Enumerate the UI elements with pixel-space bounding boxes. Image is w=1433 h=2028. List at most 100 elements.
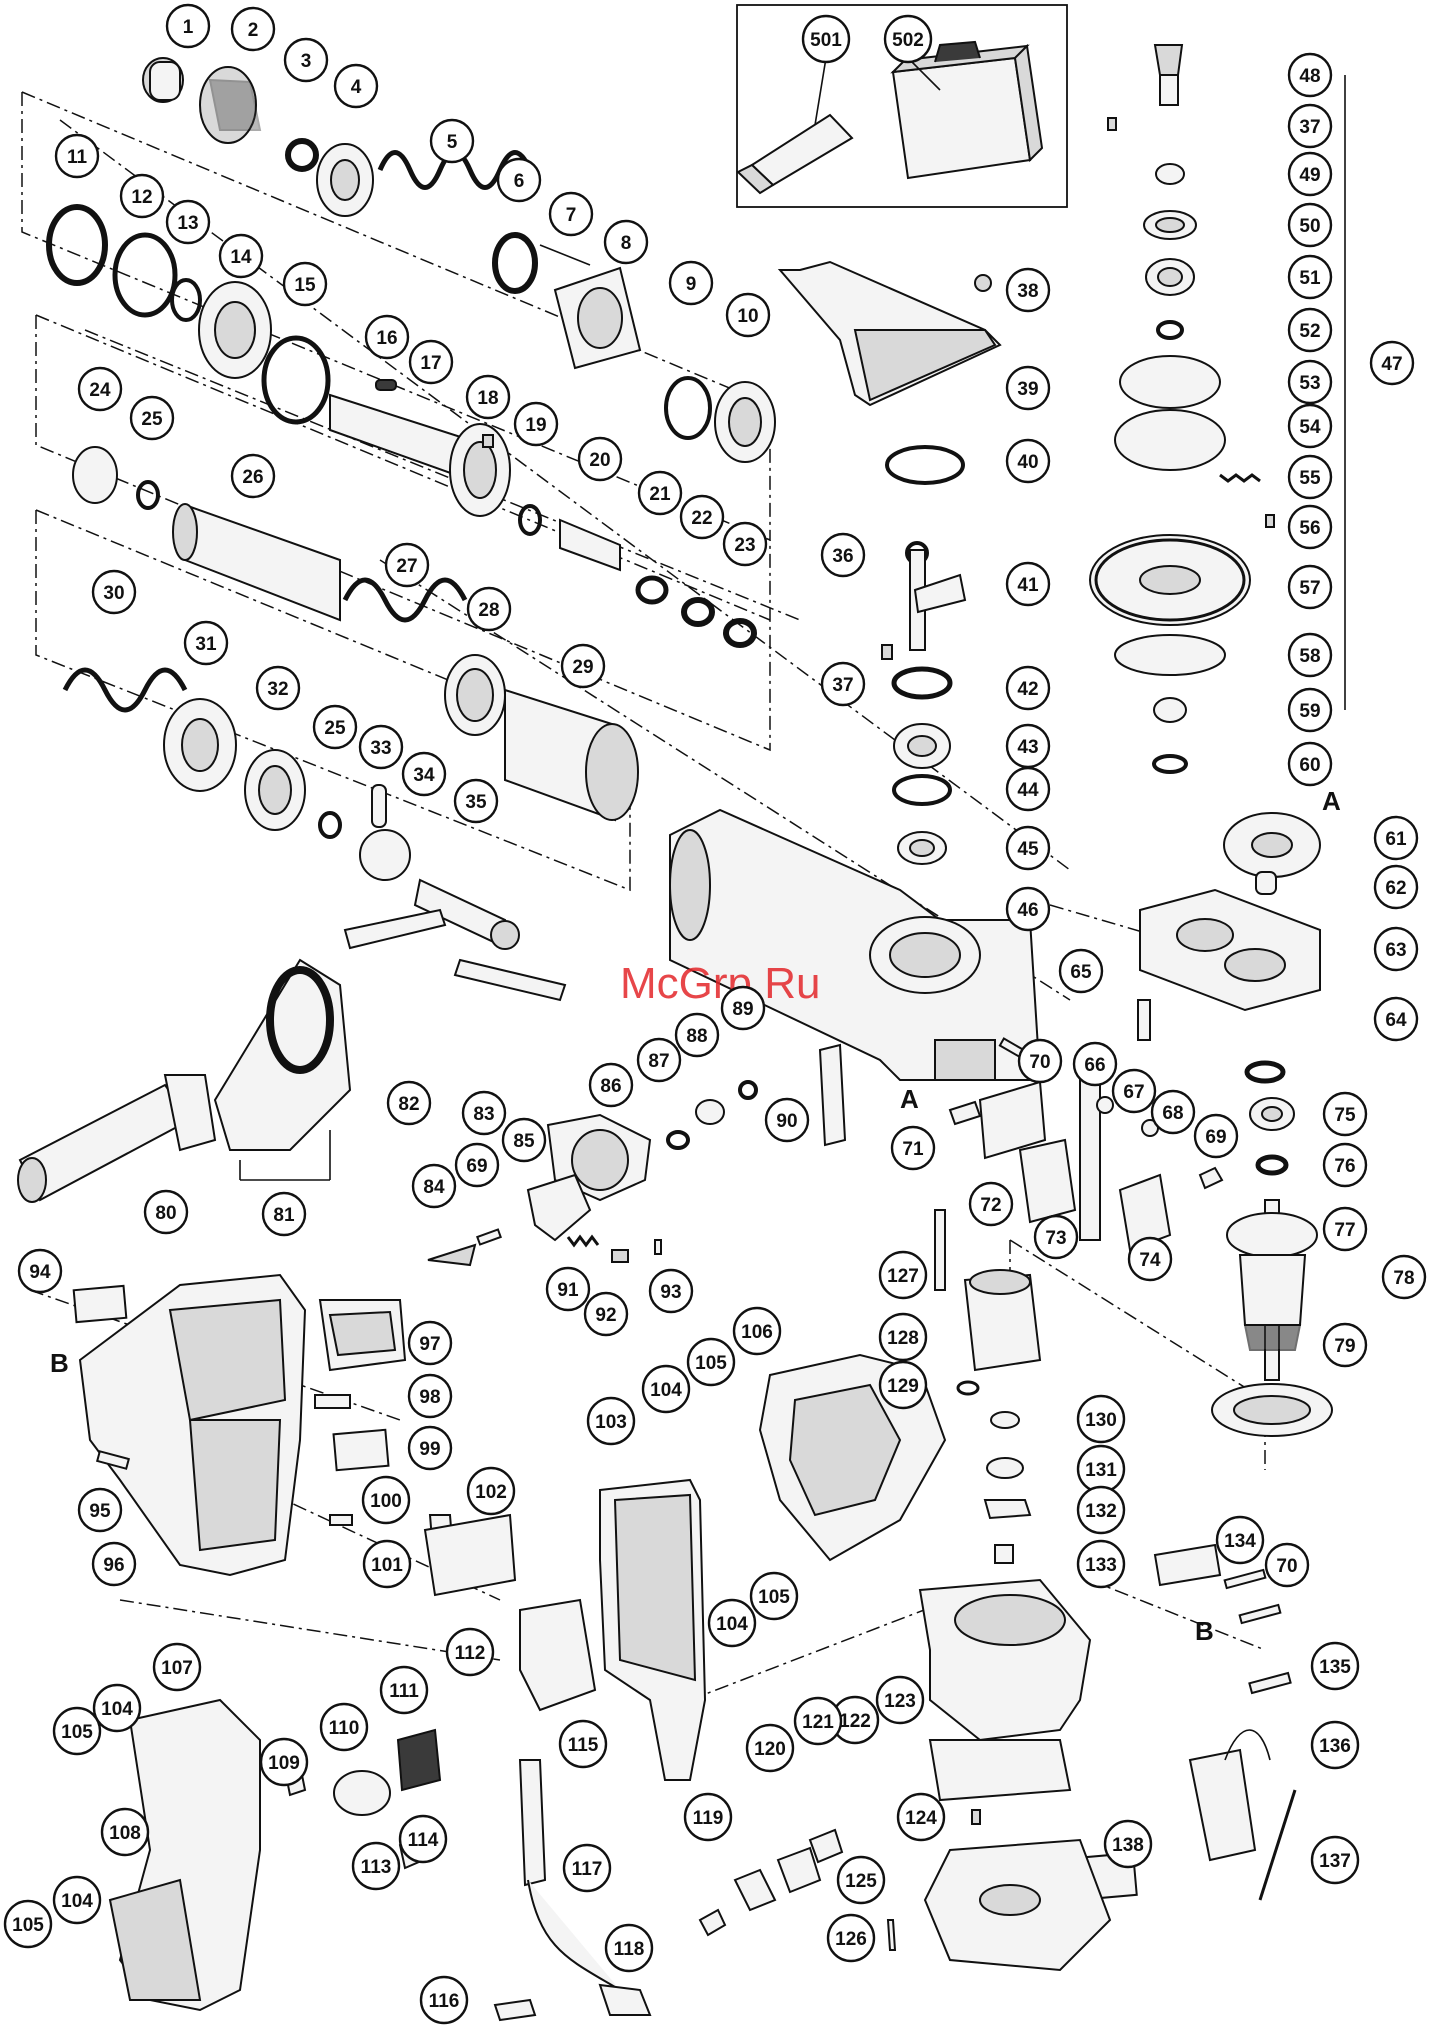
- callout-circle: [319, 1702, 369, 1752]
- callout-number: 135: [1319, 1657, 1351, 1678]
- part-callout: 43: [1005, 723, 1051, 769]
- callout-number: 24: [89, 380, 111, 401]
- callout-number: 49: [1299, 165, 1320, 186]
- callout-circle: [668, 260, 714, 306]
- callout-circle: [143, 1189, 189, 1235]
- callout-number: 60: [1299, 755, 1320, 776]
- section-letter-b-right: B: [1195, 1616, 1214, 1646]
- part-callout: 107: [152, 1642, 202, 1692]
- callout-circle: [92, 1683, 142, 1733]
- callout-circle: [686, 1337, 736, 1387]
- callout-number: 64: [1385, 1010, 1407, 1031]
- part-callout: 76: [1322, 1142, 1368, 1188]
- part-callout: 129: [878, 1360, 928, 1410]
- part-callout: 128: [878, 1312, 928, 1362]
- part-callout: 67: [1111, 1068, 1157, 1114]
- callout-number: 45: [1017, 839, 1039, 860]
- part-callout: 11: [54, 133, 100, 179]
- callout-circle: [129, 395, 175, 441]
- part-callout: 8: [603, 219, 649, 265]
- part-callout: 71: [890, 1125, 936, 1171]
- callout-number: 62: [1385, 878, 1406, 899]
- callout-circle: [1287, 307, 1333, 353]
- callout-number: 25: [324, 718, 346, 739]
- callout-circle: [1005, 825, 1051, 871]
- callout-circle: [386, 1080, 432, 1126]
- callout-number: 79: [1334, 1336, 1355, 1357]
- part-callout: 70: [1264, 1542, 1310, 1588]
- callout-circle: [1076, 1485, 1126, 1535]
- part-callout: 26: [230, 453, 276, 499]
- part-callout: 18: [465, 374, 511, 420]
- callout-circle: [1287, 103, 1333, 149]
- callout-number: 37: [1299, 117, 1320, 138]
- callout-number: 95: [89, 1501, 111, 1522]
- gear-cover: [777, 260, 1002, 865]
- part-callout: 10: [725, 292, 771, 338]
- callout-number: 69: [1205, 1127, 1226, 1148]
- callout-circle: [586, 1396, 636, 1446]
- part-callout: 4: [333, 63, 379, 109]
- callout-circle: [603, 219, 649, 265]
- part-callout: 35: [453, 778, 499, 824]
- callout-circle: [100, 1807, 150, 1857]
- part-callout: 39: [1005, 365, 1051, 411]
- callout-circle: [358, 724, 404, 770]
- callout-number: 90: [776, 1111, 797, 1132]
- part-callout: 501: [801, 14, 851, 64]
- part-callout: 28: [466, 586, 512, 632]
- callout-circle: [1076, 1394, 1126, 1444]
- callout-number: 132: [1085, 1501, 1117, 1522]
- callout-circle: [548, 191, 594, 237]
- callout-circle: [648, 1268, 694, 1314]
- callout-circle: [793, 1696, 843, 1746]
- callout-number: 112: [455, 1643, 486, 1664]
- callout-circle: [1310, 1720, 1360, 1770]
- callout-number: 18: [477, 388, 498, 409]
- part-callout: 116: [419, 1975, 469, 2025]
- callout-circle: [333, 63, 379, 109]
- callout-circle: [1287, 52, 1333, 98]
- callout-circle: [419, 1975, 469, 2025]
- part-callout: 77: [1322, 1206, 1368, 1252]
- part-callout: 1: [165, 3, 211, 49]
- callout-circle: [1322, 1091, 1368, 1137]
- callout-number: 29: [572, 657, 593, 678]
- callout-circle: [398, 1814, 448, 1864]
- callout-number: 103: [595, 1412, 627, 1433]
- callout-number: 17: [420, 353, 441, 374]
- callout-circle: [562, 1843, 612, 1893]
- callout-circle: [501, 1117, 547, 1163]
- callout-number: 28: [478, 600, 499, 621]
- part-callout: 104: [707, 1598, 757, 1648]
- gear-stack: [1089, 44, 1346, 774]
- part-callout: 90: [764, 1097, 810, 1143]
- callout-number: 44: [1017, 780, 1039, 801]
- part-callout: 124: [896, 1792, 946, 1842]
- callout-number: 52: [1299, 321, 1320, 342]
- part-callout: 23: [722, 521, 768, 567]
- callout-number: 25: [141, 409, 163, 430]
- callout-number: 122: [839, 1711, 871, 1732]
- callout-number: 3: [301, 51, 312, 72]
- callout-number: 110: [329, 1718, 360, 1739]
- callout-circle: [3, 1899, 53, 1949]
- part-callout: 113: [351, 1841, 401, 1891]
- part-callout: 137: [1310, 1835, 1360, 1885]
- callout-number: 68: [1162, 1103, 1183, 1124]
- part-callout: 19: [513, 401, 559, 447]
- callout-circle: [560, 643, 606, 689]
- callout-circle: [637, 470, 683, 516]
- callout-number: 77: [1334, 1220, 1355, 1241]
- callout-number: 501: [810, 30, 842, 51]
- part-callout: 24: [77, 366, 123, 412]
- part-callout: 119: [683, 1792, 733, 1842]
- part-callout: 102: [466, 1466, 516, 1516]
- callout-circle: [1005, 665, 1051, 711]
- side-handle: [17, 908, 567, 1203]
- callout-circle: [764, 1097, 810, 1143]
- callout-number: 23: [734, 535, 755, 556]
- callout-circle: [407, 1373, 453, 1419]
- callout-circle: [1287, 564, 1333, 610]
- callout-circle: [878, 1250, 928, 1300]
